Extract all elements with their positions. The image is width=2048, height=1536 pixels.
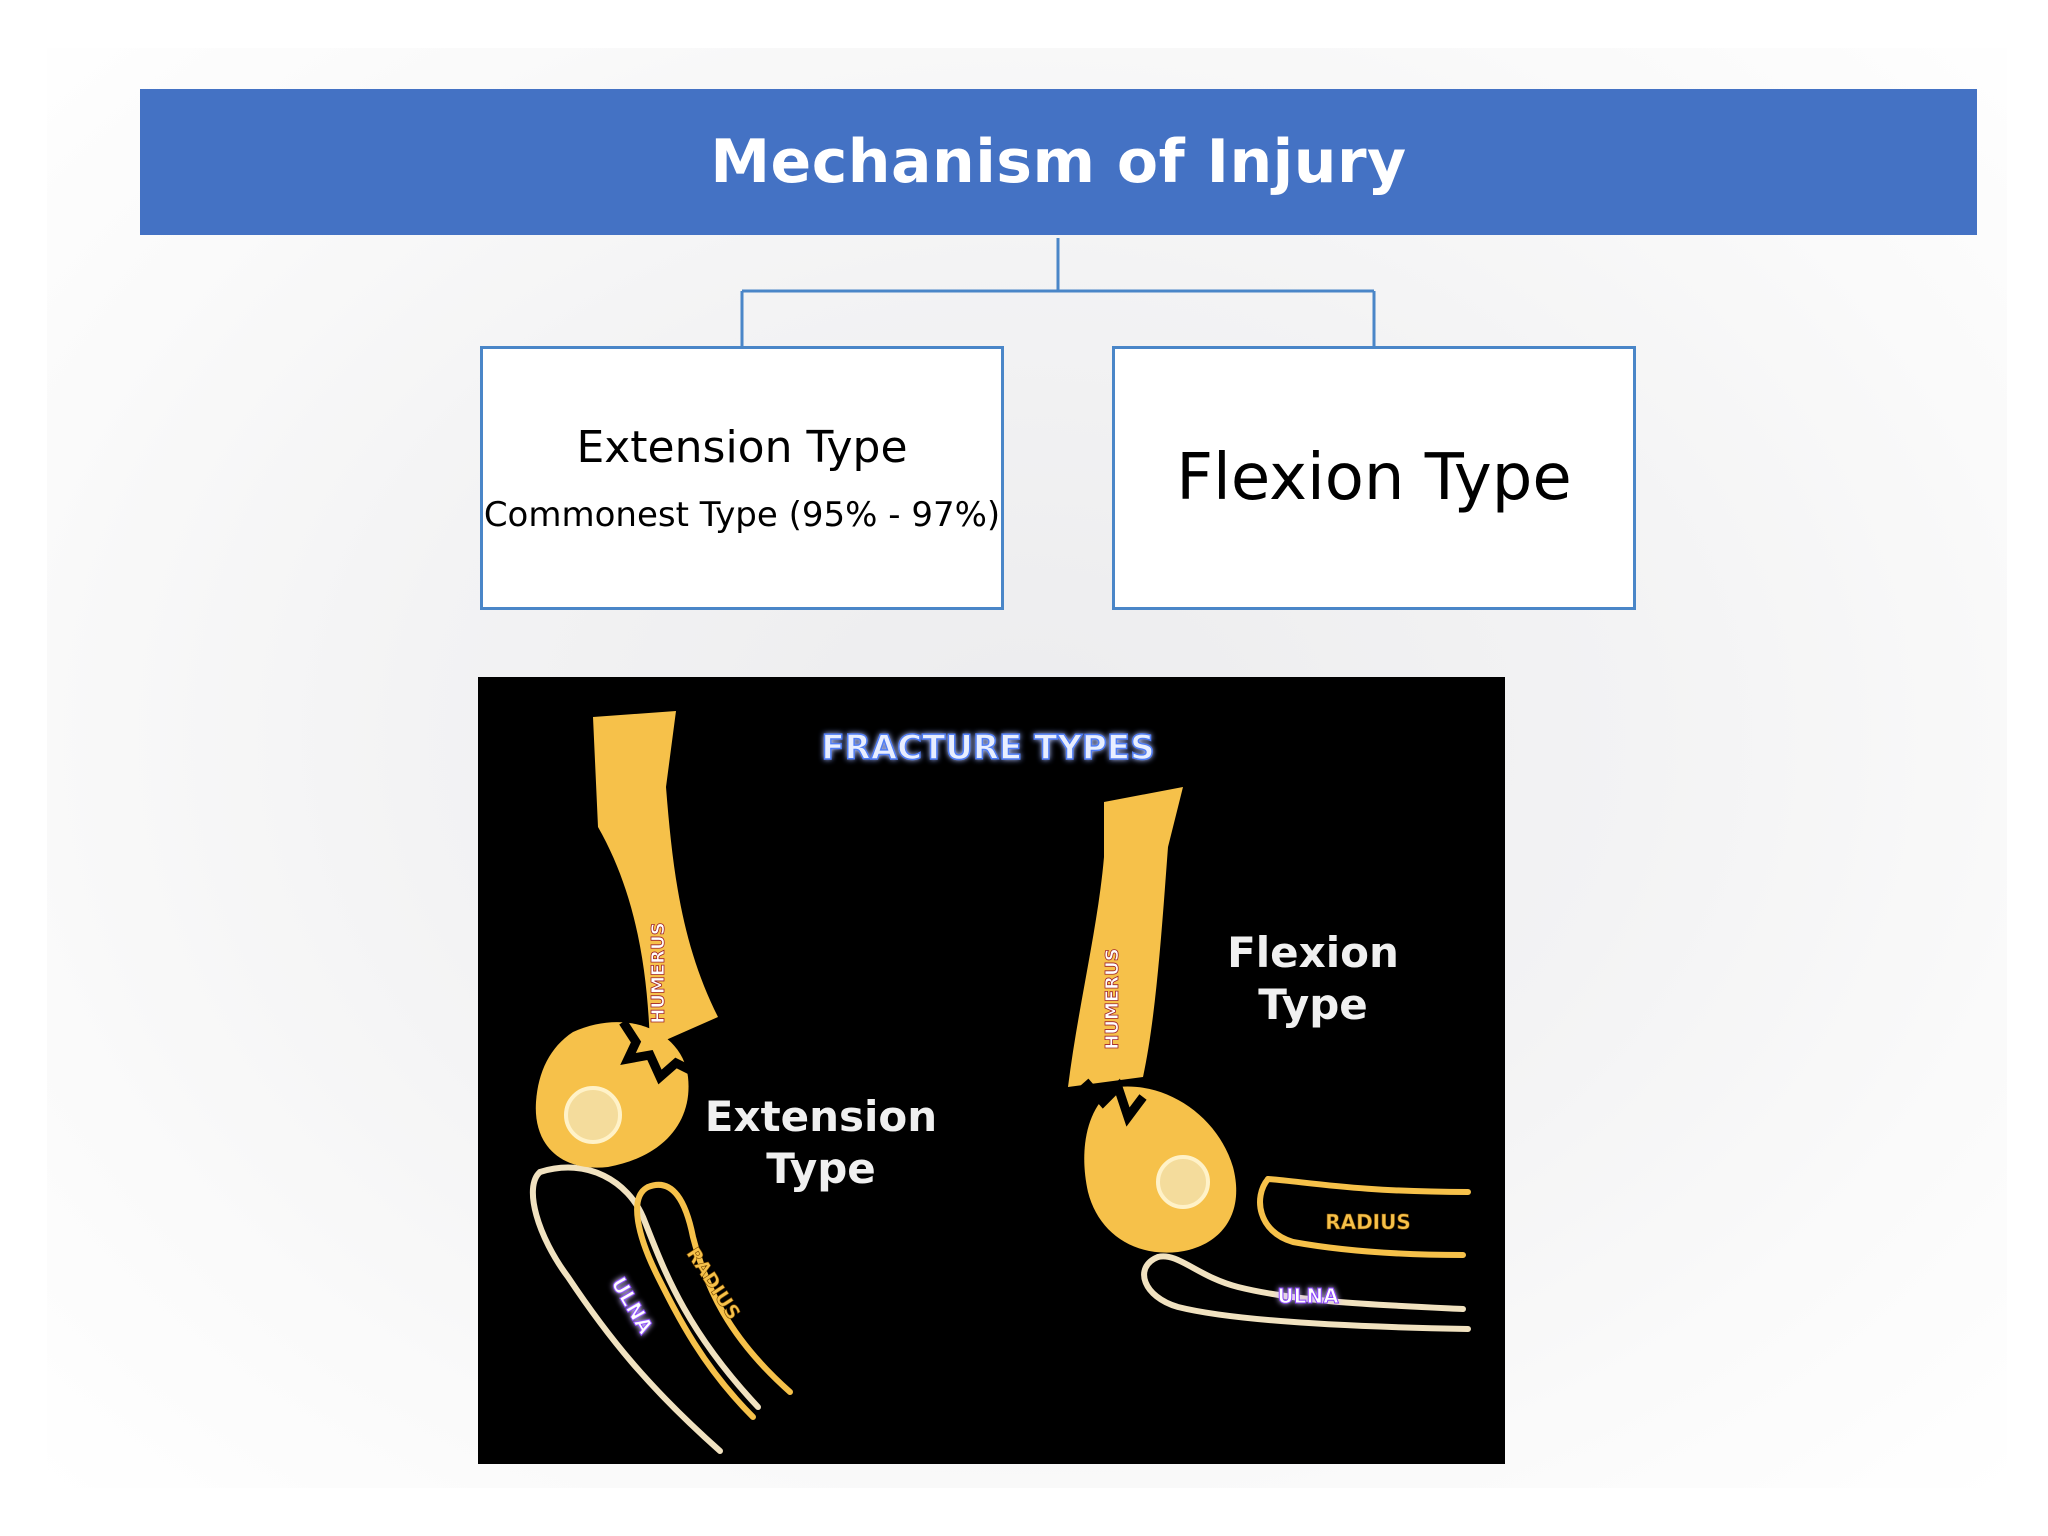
flexion-bones xyxy=(1060,787,1471,1332)
radius-right-inner xyxy=(1257,1176,1466,1258)
flexion-type-box: Flexion Type xyxy=(1112,346,1636,610)
extension-bones xyxy=(529,711,793,1454)
fracture-types-heading: FRACTURE TYPES xyxy=(821,728,1154,768)
extension-type-subtitle: Commonest Type (95% - 97%) xyxy=(483,494,1001,535)
humerus-left-label: HUMERUS xyxy=(648,922,669,1023)
ulna-right-inner xyxy=(1141,1254,1471,1332)
ulna-left-inner xyxy=(537,1164,761,1410)
radius-left-shape xyxy=(634,1184,756,1420)
radius-right-shape xyxy=(1265,1176,1471,1195)
capitellum-right xyxy=(1156,1155,1210,1209)
extension-type-box: Extension Type Commonest Type (95% - 97%… xyxy=(480,346,1004,610)
ulna-left-label: ULNA xyxy=(606,1273,658,1338)
flexion-label-line1: Flexion xyxy=(1227,928,1399,977)
extension-type-title: Extension Type xyxy=(576,421,908,473)
humerus-right-shape xyxy=(1068,787,1183,1087)
title-bar: Mechanism of Injury xyxy=(140,89,1977,235)
ulna-left-shape xyxy=(529,1169,723,1454)
flexion-type-title: Flexion Type xyxy=(1176,441,1572,515)
humerus-left-shape xyxy=(593,711,718,1047)
fracture-line-left xyxy=(619,1019,703,1085)
radius-left-inner xyxy=(645,1182,793,1395)
radius-right-label: RADIUS xyxy=(1325,1210,1411,1234)
radius-left-label: RADIUS xyxy=(682,1244,745,1324)
slide-title: Mechanism of Injury xyxy=(710,127,1407,197)
fracture-types-illustration: FRACTURE TYPES HUMERUS ULNA RADIUS Exten… xyxy=(478,677,1505,1464)
capitellum-left xyxy=(564,1086,622,1144)
flexion-label-line2: Type xyxy=(1258,980,1368,1029)
fracture-line-right xyxy=(1060,1078,1147,1127)
ulna-right-label: ULNA xyxy=(1277,1284,1339,1308)
extension-label-line2: Type xyxy=(766,1144,876,1193)
humerus-right-label: HUMERUS xyxy=(1102,948,1123,1049)
ulna-right-shape xyxy=(1155,1253,1466,1312)
extension-label-line1: Extension xyxy=(705,1092,937,1141)
